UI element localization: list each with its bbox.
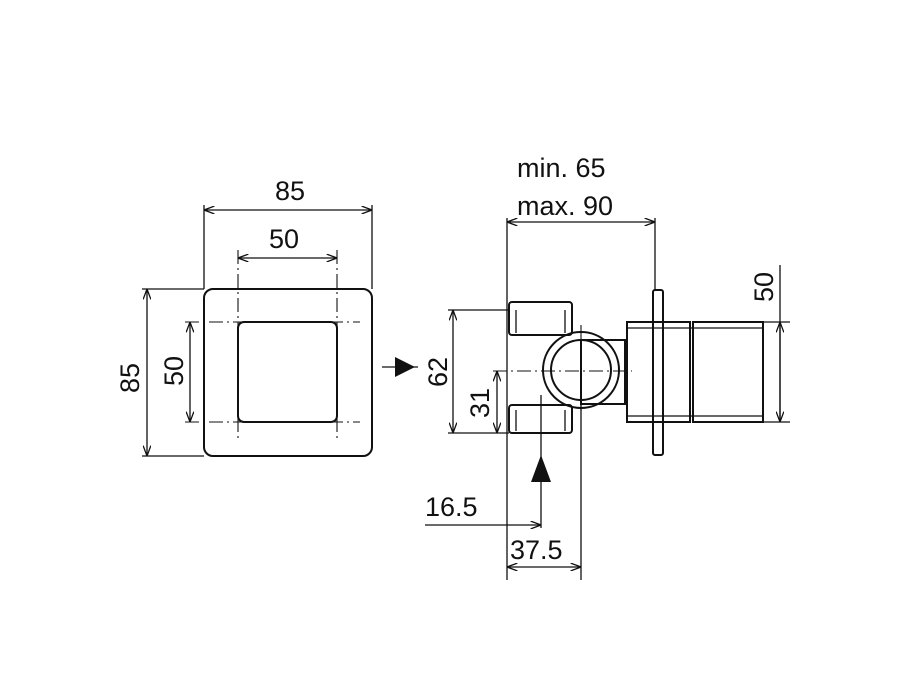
handle-base: [626, 321, 691, 423]
dim-depth-min: min. 65: [517, 153, 606, 183]
dim-height-outer: 85: [115, 363, 145, 393]
dim-offset-b: 37.5: [510, 535, 563, 565]
dim-depth-max: max. 90: [517, 191, 613, 221]
handle: [692, 321, 764, 423]
dim-offset-a: 16.5: [425, 492, 478, 522]
inlet-direction-arrow-icon: [531, 455, 551, 482]
outer-plate: [203, 288, 373, 457]
dim-handle-height: 50: [749, 272, 779, 302]
side-view: min. 65 max. 90 50 62 31 16.5 37.5: [423, 153, 790, 580]
inner-handle: [237, 321, 338, 423]
dim-outlet-half: 31: [465, 388, 495, 418]
dim-width-outer: 85: [275, 176, 305, 206]
top-outlet-nut: [508, 301, 573, 336]
front-view: 85 50 85 50: [115, 176, 418, 457]
dim-width-inner: 50: [269, 224, 299, 254]
dim-outlet-spacing: 62: [423, 357, 453, 387]
dim-height-inner: 50: [159, 356, 189, 386]
wall-flange: [652, 289, 664, 456]
view-direction-arrow-icon: [382, 357, 418, 377]
